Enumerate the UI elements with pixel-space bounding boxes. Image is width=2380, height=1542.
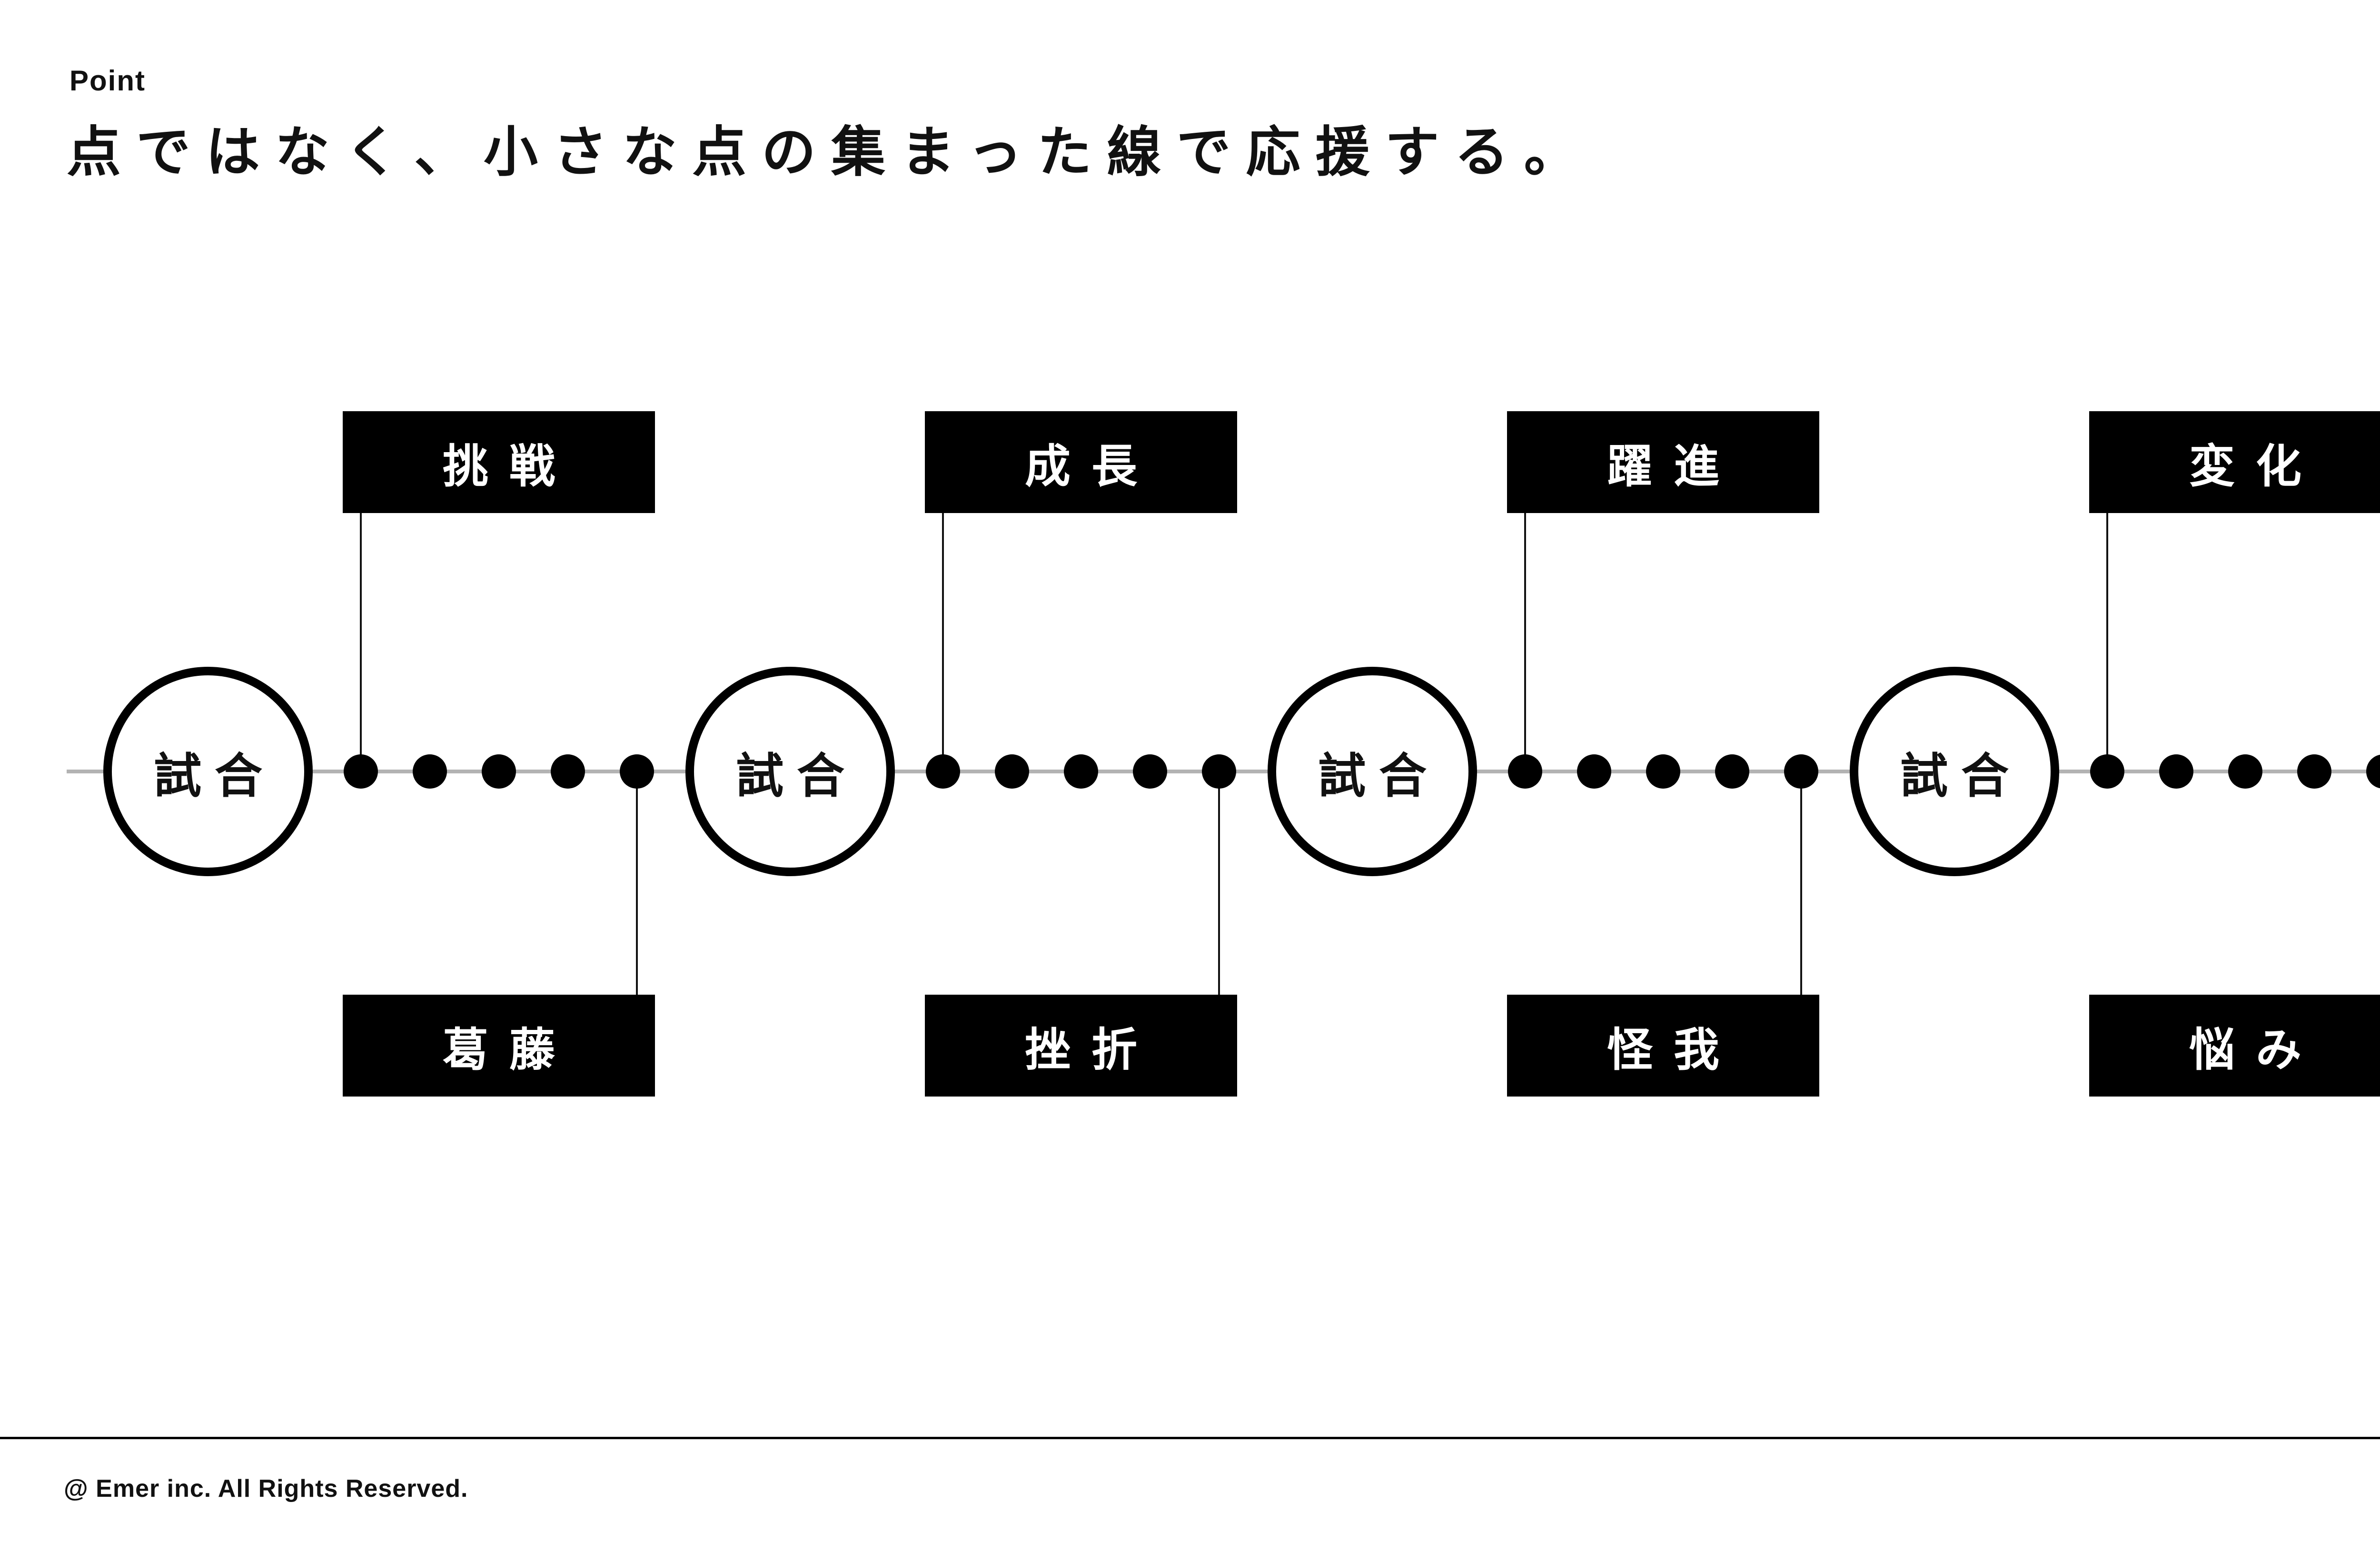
dot bbox=[413, 754, 447, 789]
connector-line bbox=[1800, 771, 1802, 995]
phase-box-injury: 怪我 bbox=[1507, 995, 1819, 1097]
dot bbox=[2090, 754, 2124, 789]
dot bbox=[1646, 754, 1680, 789]
phase-box-label: 成長 bbox=[1025, 441, 1158, 492]
dot bbox=[482, 754, 516, 789]
dot bbox=[1715, 754, 1749, 789]
connector-line bbox=[942, 513, 944, 771]
phase-box-label: 葛藤 bbox=[443, 1024, 576, 1076]
dot bbox=[2366, 754, 2380, 789]
connector-line bbox=[1524, 513, 1526, 771]
phase-box-label: 怪我 bbox=[1607, 1024, 1740, 1076]
dot bbox=[1577, 754, 1611, 789]
dot bbox=[2228, 754, 2262, 789]
phase-box-conflict: 葛藤 bbox=[343, 995, 655, 1097]
match-circle-label: 試合 bbox=[1900, 749, 2022, 803]
dot bbox=[2297, 754, 2331, 789]
dot bbox=[1202, 754, 1236, 789]
dot bbox=[926, 754, 960, 789]
phase-box-label: 挫折 bbox=[1025, 1024, 1158, 1076]
phase-box-label: 躍進 bbox=[1607, 441, 1740, 492]
dot bbox=[2159, 754, 2193, 789]
eyebrow-label: Point bbox=[69, 65, 146, 97]
dot bbox=[344, 754, 378, 789]
phase-box-setback: 挫折 bbox=[925, 995, 1237, 1097]
match-circle-label: 試合 bbox=[736, 749, 858, 803]
match-circle-label: 試合 bbox=[154, 749, 276, 803]
dot bbox=[1133, 754, 1167, 789]
connector-line bbox=[2106, 513, 2108, 771]
connector-line bbox=[360, 513, 362, 771]
phase-box-growth: 成長 bbox=[925, 411, 1237, 513]
phase-box-label: 変化 bbox=[2189, 441, 2322, 492]
page-title: 点ではなく、小さな点の集まった線で応援する。 bbox=[67, 122, 1594, 183]
phase-box-label: 挑戦 bbox=[443, 441, 576, 492]
dot bbox=[1508, 754, 1542, 789]
phase-box-challenge: 挑戦 bbox=[343, 411, 655, 513]
connector-line bbox=[1218, 771, 1220, 995]
match-circle-3: 試合 bbox=[1268, 667, 1477, 876]
dot bbox=[1064, 754, 1098, 789]
match-circle-2: 試合 bbox=[685, 667, 895, 876]
dot bbox=[620, 754, 654, 789]
phase-box-label: 悩み bbox=[2189, 1024, 2322, 1076]
dot bbox=[551, 754, 585, 789]
dot bbox=[1784, 754, 1818, 789]
dot bbox=[995, 754, 1029, 789]
match-circle-4: 試合 bbox=[1850, 667, 2059, 876]
match-circle-label: 試合 bbox=[1318, 749, 1440, 803]
phase-box-worry: 悩み bbox=[2089, 995, 2380, 1097]
footer-copyright: @ Emer inc. All Rights Reserved. bbox=[64, 1475, 468, 1502]
footer-divider bbox=[0, 1437, 2380, 1439]
phase-box-change: 変化 bbox=[2089, 411, 2380, 513]
phase-box-leap: 躍進 bbox=[1507, 411, 1819, 513]
connector-line bbox=[636, 771, 638, 995]
match-circle-1: 試合 bbox=[103, 667, 313, 876]
